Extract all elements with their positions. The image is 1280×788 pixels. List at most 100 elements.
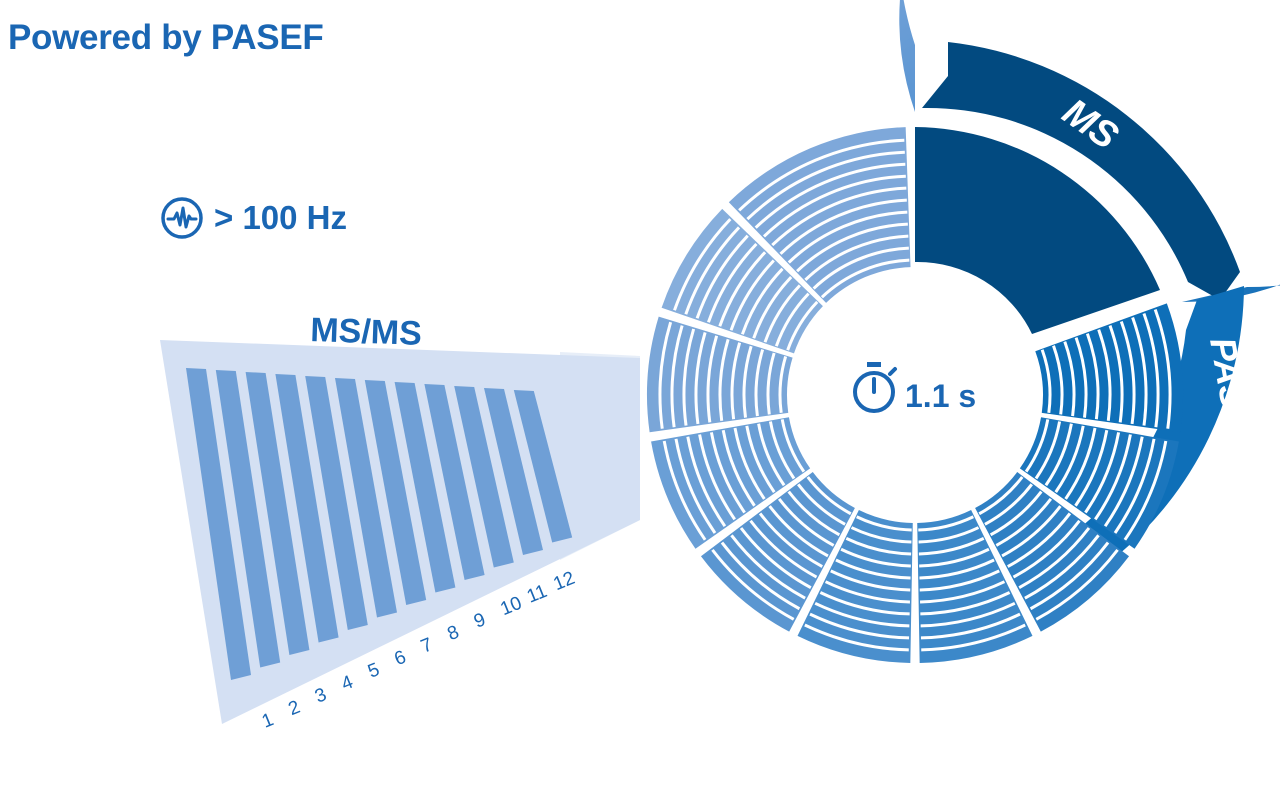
msms-bar [275,374,339,643]
scan-line [694,332,707,425]
scan-line [1034,421,1062,480]
scan-line [771,186,907,247]
scan-line [1024,419,1050,473]
scan-line [1142,312,1160,428]
scan-line [787,490,841,537]
slot-number: 4 [339,672,357,696]
scan-line [707,242,758,323]
scan-line [674,438,717,534]
scan-line [918,526,980,544]
scan-line [670,325,684,428]
scan-line [739,527,812,589]
scan-line [856,515,912,532]
scan-line [758,512,823,568]
scan-line [1085,333,1100,420]
cycle-duration-text: 1.1 s [905,378,976,414]
frequency-text: > 100 Hz [214,199,347,236]
scan-line [749,519,818,579]
msms-bar [454,386,514,568]
scan-line [819,591,910,616]
msms-bar [394,382,456,593]
scan-line [830,569,911,592]
scan-line [835,558,911,580]
msms-bar [484,388,543,555]
scan-line [1074,429,1109,507]
scan-line [796,222,908,273]
scan-line [804,623,909,652]
pulse-icon [160,196,204,240]
scan-line [812,246,909,290]
scan-line [1001,505,1062,558]
scan-line [698,434,736,521]
scan-line [989,490,1043,537]
scan-line [711,548,795,621]
scan-line [673,218,732,311]
scan-line [706,335,719,423]
slot-number: 6 [392,647,410,670]
scan-line [721,429,756,507]
page-title: Powered by PASEF [8,18,324,57]
scan-line [920,591,1011,616]
scan-line [780,419,806,473]
slot-number: 8 [445,622,463,645]
scan-line [919,558,995,580]
scan-line [920,612,1021,640]
slot-number: 9 [471,609,489,632]
scan-line [658,321,673,429]
scan-line [920,580,1006,604]
scan-line [718,251,767,327]
scan-line [1063,341,1076,417]
scan-line [820,258,910,299]
ms-arc [922,42,1240,300]
scan-line [778,356,788,414]
scan-line [1094,434,1132,521]
slot-number: 2 [286,697,304,720]
msms-panel-overlay [560,352,640,560]
slot-number: 5 [365,659,383,682]
scan-line [850,526,912,544]
scan-line [730,342,742,420]
scan-line [1040,349,1052,414]
center-hub [793,273,1037,517]
msms-bars [186,368,573,680]
scan-line [1064,427,1097,500]
scan-line [1153,308,1172,429]
scan-line [738,138,905,212]
msms-bar [335,378,397,618]
scan-line [995,497,1053,547]
scan-line [984,483,1033,526]
scan-line [733,427,766,500]
slot-number: 3 [312,684,330,707]
scan-line [918,515,974,532]
scan-line [1113,438,1156,534]
scan-line [1054,425,1085,493]
scan-line [824,580,910,604]
scan-line [1123,440,1168,541]
scan-line [1018,527,1091,589]
scan-line [787,210,908,264]
scan-line [1035,548,1119,621]
slot-number: 1 [259,709,277,732]
scan-line [1007,512,1072,568]
scan-line [845,537,912,556]
scan-line [729,259,775,331]
scan-line [804,234,909,281]
scan-line [720,541,801,611]
scan-line [768,421,796,480]
scan-line [662,440,707,541]
msms-bar [215,370,281,668]
scan-line [766,352,776,415]
scan-line [745,425,776,493]
msms-bar [305,376,368,630]
inner-sectors [646,127,1183,663]
ms-block [915,127,1160,334]
scan-line [768,505,829,558]
scan-line [754,349,765,417]
scan-line [746,150,905,221]
scan-line [809,612,910,640]
scan-line [978,476,1024,516]
msms-bar [513,390,573,543]
msms-label: MS/MS [310,311,423,353]
scan-line [1074,337,1088,418]
